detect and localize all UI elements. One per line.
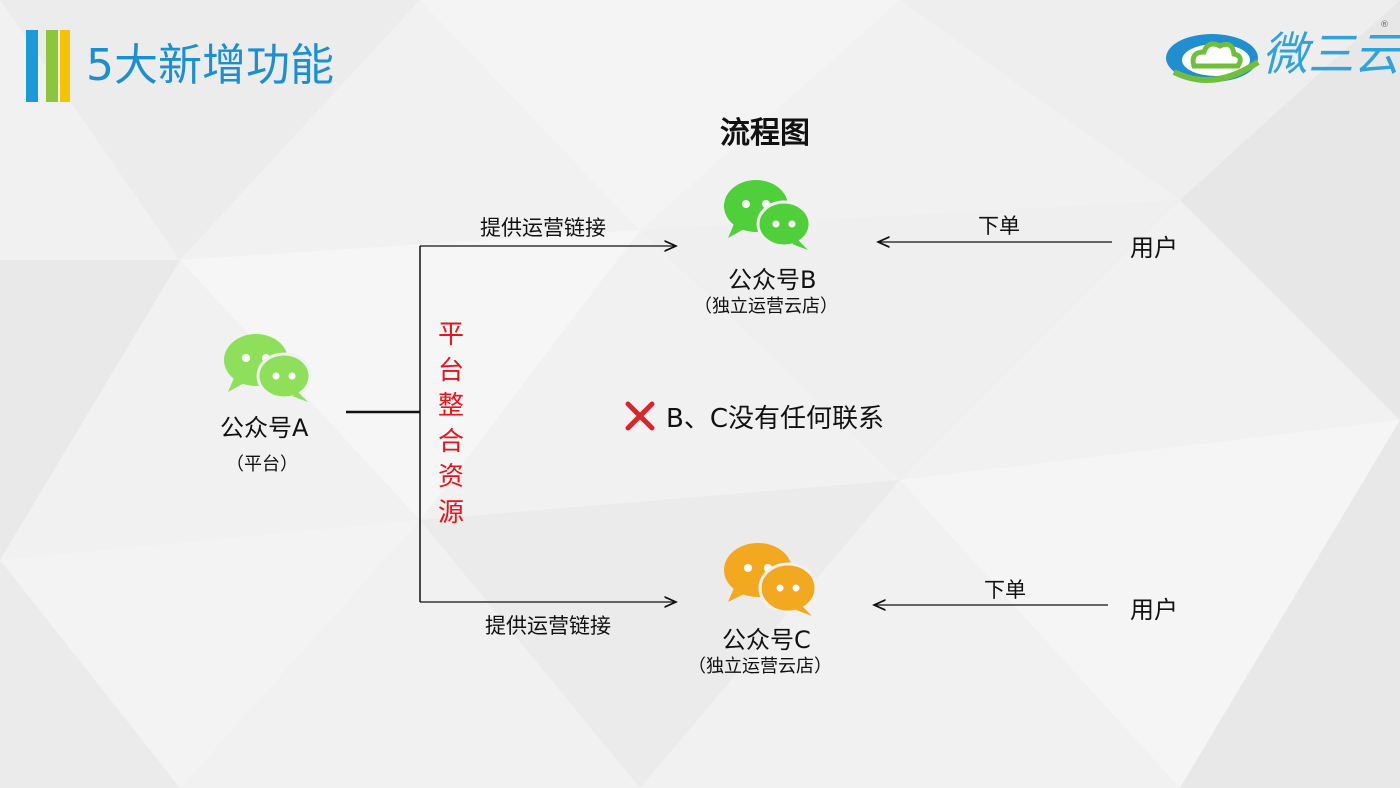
link-label-b: 提供运营链接	[480, 216, 606, 240]
account-b-name: 公众号B	[728, 266, 817, 294]
order-label-c: 下单	[984, 578, 1026, 602]
user-b-label: 用户	[1130, 234, 1178, 262]
page-title: 5大新增功能	[86, 40, 334, 91]
platform-account-role: （平台）	[226, 454, 298, 475]
wechat-icon-c	[724, 543, 818, 616]
header-bar-blue	[26, 30, 38, 102]
account-c-role: （独立运营云店）	[688, 656, 832, 677]
account-b-role: （独立运营云店）	[694, 296, 838, 317]
user-c-label: 用户	[1130, 596, 1178, 624]
logo-text: 微三云	[1262, 27, 1400, 81]
registered-mark: ®	[1380, 20, 1389, 30]
cloud-logo-icon	[1166, 34, 1260, 83]
account-c-name: 公众号C	[722, 626, 811, 654]
order-label-b: 下单	[978, 214, 1020, 238]
header-bar-yellow	[60, 30, 70, 102]
relation-note: B、C没有任何联系	[666, 404, 884, 434]
wechat-icon-a	[224, 334, 312, 402]
platform-account-name: 公众号A	[220, 414, 309, 442]
header-bar-green	[46, 30, 58, 102]
wechat-icon-b	[724, 180, 812, 250]
link-label-c: 提供运营链接	[485, 614, 611, 638]
cross-icon	[625, 401, 655, 431]
diagram-title: 流程图	[720, 116, 810, 151]
integrate-resources-label: 平 台 整 合 资 源	[437, 320, 464, 528]
